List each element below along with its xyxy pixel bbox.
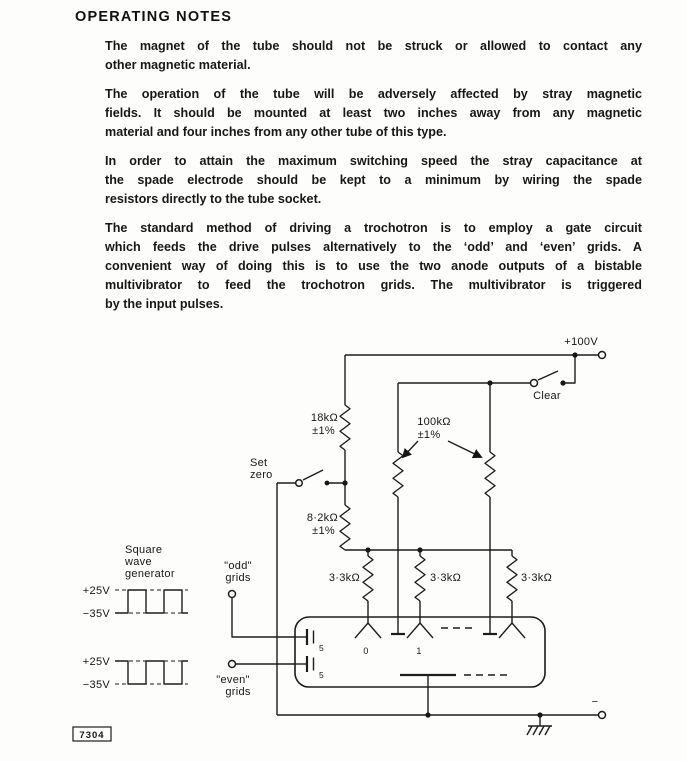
set-zero-switch-contact [294, 478, 304, 488]
trochotron-circuit-diagram: +100V Clear 18kΩ ±1% 8·2kΩ ±1% Set zero [72, 336, 607, 742]
resistor-18k-tolerance: ±1% [312, 425, 335, 437]
resistor-8k2-tolerance: ±1% [312, 525, 335, 537]
text-line: fields. It should be mounted at least tw… [105, 106, 642, 120]
paragraph-magnet: The magnet of the tube should not be str… [105, 37, 642, 75]
clear-label: Clear [533, 390, 561, 402]
clear-switch-contact [529, 378, 539, 388]
callout-arrow-right [447, 440, 483, 458]
clear-switch-blade [537, 370, 559, 381]
paragraph-switching-speed: In order to attain the maximum switching… [105, 152, 642, 209]
resistor-3k3-c-label: 3·3kΩ [521, 572, 552, 584]
junction-dot [572, 352, 578, 358]
tube-envelope [294, 616, 546, 688]
spade-electrode-0 [354, 622, 382, 639]
odd-waveform [115, 589, 188, 614]
generator-label-line2: wave [124, 556, 152, 568]
square-wave-generator: Square wave generator +25V −35V +25V −35… [83, 544, 188, 691]
resistor-3k3-c [506, 555, 518, 602]
resistor-3k3-a [362, 555, 374, 602]
even-waveform [115, 660, 188, 685]
set-zero-label-line1: Set [250, 457, 267, 469]
odd-grids-label-line1: "odd" [224, 560, 252, 572]
resistor-3k3-a-label: 3·3kΩ [329, 572, 360, 584]
text-line: material and four inches from any other … [105, 125, 447, 139]
text-line: which feeds the drive pulses alternative… [105, 240, 642, 254]
even-grid-count: 5 [319, 670, 324, 680]
even-high-level-label: +25V [83, 656, 111, 668]
paragraph-stray-fields: The operation of the tube will be advers… [105, 85, 642, 142]
trochotron-tube: 5 5 0 1 [294, 616, 546, 715]
resistor-3k3-b [414, 555, 426, 602]
figure-number-box [72, 726, 112, 742]
position-1-label: 1 [416, 646, 421, 656]
negative-terminal [597, 710, 607, 720]
text-line: The magnet of the tube should not be str… [105, 39, 642, 53]
resistor-18k [339, 404, 351, 451]
odd-grids-label-line2: grids [225, 572, 251, 584]
odd-grid-count: 5 [319, 643, 324, 653]
generator-label-line1: Square [125, 544, 162, 556]
callout-arrow-left [401, 440, 419, 459]
spade-electrode-n [498, 622, 526, 639]
figure-number: 7304 [72, 726, 112, 742]
page-title: OPERATING NOTES [75, 9, 233, 25]
supply-rail: +100V [345, 336, 607, 360]
spade-resistors: 3·3kΩ 3·3kΩ 3·3kΩ [329, 547, 552, 623]
resistor-18k-label: 18kΩ [311, 412, 338, 424]
text-line: In order to attain the maximum switching… [105, 154, 642, 168]
figure-number-text: 7304 [79, 730, 104, 741]
set-zero-label-line2: zero [250, 469, 273, 481]
spade-electrode-1 [406, 622, 434, 639]
generator-label-line3: generator [125, 568, 175, 580]
even-grids-label-line1: "even" [216, 674, 249, 686]
set-zero-switch-blade [302, 469, 324, 481]
operating-notes-text: The magnet of the tube should not be str… [105, 37, 642, 324]
resistor-100k-tolerance: ±1% [418, 429, 441, 441]
anode-load-resistors: 100kΩ ±1% [391, 380, 497, 636]
text-line: the spade electrode should be kept to a … [105, 173, 642, 187]
odd-high-level-label: +25V [83, 585, 111, 597]
position-0-label: 0 [363, 646, 368, 656]
clear-switch: Clear [398, 352, 578, 402]
ground-hatching [526, 725, 551, 736]
text-line: convenient way of doing this is to use t… [105, 259, 642, 273]
text-line: resistors directly to the tube socket. [105, 192, 322, 206]
text-line: multivibrator to feed the trochotron gri… [105, 278, 642, 292]
ground-rail: − [277, 696, 607, 736]
grid-inputs: "odd" grids "even" grids [216, 560, 295, 698]
odd-low-level-label: −35V [83, 608, 111, 620]
earth-ground-symbol [526, 715, 552, 736]
clear-wire [563, 355, 576, 384]
junction-dot [425, 712, 431, 718]
set-zero-divider: 18kΩ ±1% 8·2kΩ ±1% Set zero [250, 355, 351, 715]
resistor-8k2-label: 8·2kΩ [307, 512, 338, 524]
odd-grids-terminal [227, 589, 237, 599]
even-low-level-label: −35V [83, 679, 111, 691]
resistor-100k-label: 100kΩ [417, 416, 451, 428]
resistor-8k2 [339, 504, 351, 551]
supply-terminal [597, 350, 607, 360]
supply-voltage-label: +100V [564, 336, 598, 348]
resistor-100k-a [392, 451, 404, 498]
resistor-3k3-b-label: 3·3kΩ [430, 572, 461, 584]
text-line: by the input pulses. [105, 297, 224, 311]
odd-grids-wire [231, 597, 295, 638]
text-line: The standard method of driving a trochot… [105, 221, 642, 235]
even-grids-label-line2: grids [225, 686, 251, 698]
paragraph-drive-method: The standard method of driving a trochot… [105, 219, 642, 314]
even-grids-terminal [227, 659, 237, 669]
resistor-100k-b [484, 451, 496, 498]
text-line: The operation of the tube will be advers… [105, 87, 642, 101]
text-line: other magnetic material. [105, 58, 251, 72]
negative-terminal-label: − [592, 696, 599, 708]
